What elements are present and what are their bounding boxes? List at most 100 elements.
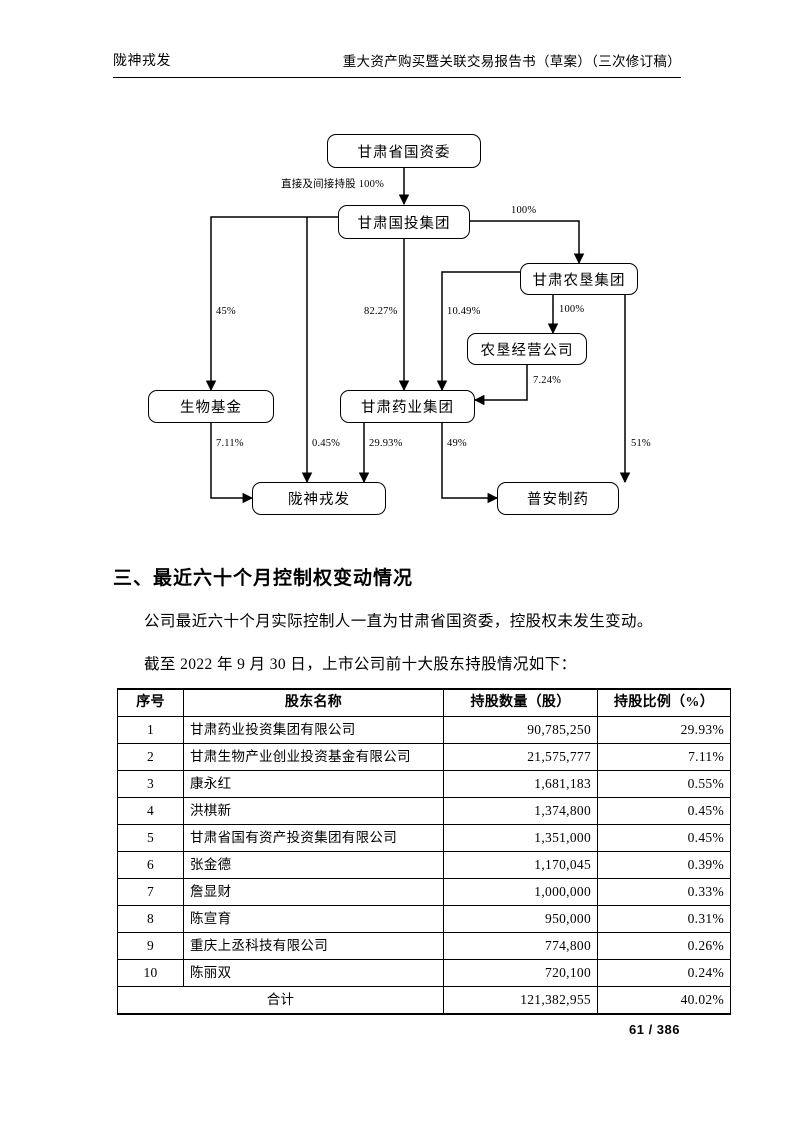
cell-ratio: 0.55% (597, 770, 731, 798)
paragraph-control-unchanged: 公司最近六十个月实际控制人一直为甘肃省国资委，控股权未发生变动。 (144, 613, 653, 630)
cell-shares: 950,000 (443, 905, 598, 933)
edge-label-guotou-to-pharma: 82.27% (364, 306, 398, 317)
cell-index: 9 (117, 932, 184, 960)
cell-shares: 720,100 (443, 959, 598, 987)
edge-label-guotou-to-nongken: 100% (511, 205, 537, 216)
cell-index: 10 (117, 959, 184, 987)
cell-index: 6 (117, 851, 184, 879)
cell-index: 7 (117, 878, 184, 906)
cell-ratio: 0.39% (597, 851, 731, 879)
cell-name: 重庆上丞科技有限公司 (183, 932, 444, 960)
column-header-ratio: 持股比例（%） (597, 688, 731, 717)
edge-label-pharma-to-puan: 49% (447, 438, 467, 449)
cell-shares: 774,800 (443, 932, 598, 960)
table-row: 5 甘肃省国有资产投资集团有限公司 1,351,000 0.45% (117, 824, 731, 852)
cell-index: 2 (117, 743, 184, 771)
top-shareholders-table-wrapper: 序号 股东名称 持股数量（股） 持股比例（%） 1 甘肃药业投资集团有限公司 9… (117, 688, 731, 1015)
node-nongken-operating: 农垦经营公司 (467, 333, 587, 365)
cell-index: 1 (117, 716, 184, 744)
cell-name: 陈丽双 (183, 959, 444, 987)
table-row: 9 重庆上丞科技有限公司 774,800 0.26% (117, 932, 731, 960)
ownership-structure-diagram: 甘肃省国资委 甘肃国投集团 甘肃农垦集团 农垦经营公司 生物基金 甘肃药业集团 … (0, 100, 793, 540)
column-header-name: 股东名称 (183, 688, 444, 717)
cell-ratio: 0.26% (597, 932, 731, 960)
cell-index: 8 (117, 905, 184, 933)
node-guotou-group-label: 甘肃国投集团 (357, 215, 451, 232)
edge-label-guotou-to-longshen: 0.45% (312, 438, 341, 449)
node-bio-fund-label: 生物基金 (180, 400, 242, 416)
node-longshen: 陇神戎发 (252, 482, 386, 515)
cell-shares: 21,575,777 (443, 743, 598, 771)
cell-name: 张金德 (183, 851, 444, 879)
node-nongken-group-label: 甘肃农垦集团 (532, 272, 626, 289)
cell-name: 洪棋新 (183, 797, 444, 825)
cell-ratio: 0.33% (597, 878, 731, 906)
cell-ratio: 7.11% (597, 743, 731, 771)
table-row: 4 洪棋新 1,374,800 0.45% (117, 797, 731, 825)
node-nongken-operating-label: 农垦经营公司 (480, 342, 574, 359)
node-sasac: 甘肃省国资委 (327, 134, 481, 168)
cell-name: 詹显财 (183, 878, 444, 906)
page-number: 61 / 386 (629, 1022, 680, 1037)
column-header-index: 序号 (117, 688, 184, 717)
column-header-shares: 持股数量（股） (443, 688, 598, 717)
node-nongken-group: 甘肃农垦集团 (520, 263, 638, 295)
cell-ratio: 0.45% (597, 824, 731, 852)
node-bio-fund: 生物基金 (148, 390, 274, 423)
header-document-title: 重大资产购买暨关联交易报告书（草案）（三次修订稿） (342, 54, 681, 69)
edge-label-guotou-to-biofund: 45% (216, 306, 236, 317)
node-sasac-label: 甘肃省国资委 (357, 144, 451, 161)
cell-total-shares: 121,382,955 (443, 986, 598, 1015)
table-total-row: 合计 121,382,955 40.02% (117, 986, 731, 1015)
table-header-row: 序号 股东名称 持股数量（股） 持股比例（%） (117, 688, 731, 717)
paragraph-table-intro: 截至 2022 年 9 月 30 日，上市公司前十大股东持股情况如下： (144, 656, 577, 673)
table-body: 1 甘肃药业投资集团有限公司 90,785,250 29.93% 2 甘肃生物产… (117, 716, 731, 1015)
table-row: 7 詹显财 1,000,000 0.33% (117, 878, 731, 906)
table-row: 2 甘肃生物产业创业投资基金有限公司 21,575,777 7.11% (117, 743, 731, 771)
table-row: 6 张金德 1,170,045 0.39% (117, 851, 731, 879)
edge-label-sasac-to-guotou: 直接及间接持股 100% (281, 179, 385, 190)
cell-shares: 1,351,000 (443, 824, 598, 852)
cell-index: 5 (117, 824, 184, 852)
edge-label-nongken-to-operating: 100% (559, 304, 585, 315)
cell-name: 甘肃药业投资集团有限公司 (183, 716, 444, 744)
cell-index: 4 (117, 797, 184, 825)
top-shareholders-table: 序号 股东名称 持股数量（股） 持股比例（%） 1 甘肃药业投资集团有限公司 9… (117, 688, 731, 1015)
edge-label-nongken-to-pharma: 10.49% (447, 306, 481, 317)
cell-name: 陈宣育 (183, 905, 444, 933)
node-longshen-label: 陇神戎发 (288, 492, 350, 508)
cell-total-ratio: 40.02% (597, 986, 731, 1015)
node-pharma-group: 甘肃药业集团 (340, 390, 475, 423)
cell-shares: 90,785,250 (443, 716, 598, 744)
edge-label-pharma-to-longshen: 29.93% (369, 438, 403, 449)
node-pharma-group-label: 甘肃药业集团 (361, 400, 454, 416)
cell-total-label: 合计 (117, 986, 444, 1015)
node-puan-label: 普安制药 (527, 492, 589, 508)
cell-shares: 1,000,000 (443, 878, 598, 906)
table-row: 8 陈宣育 950,000 0.31% (117, 905, 731, 933)
running-header: 陇神戎发 重大资产购买暨关联交易报告书（草案）（三次修订稿） (113, 50, 681, 80)
table-row: 1 甘肃药业投资集团有限公司 90,785,250 29.93% (117, 716, 731, 744)
cell-shares: 1,374,800 (443, 797, 598, 825)
node-guotou-group: 甘肃国投集团 (338, 205, 470, 239)
header-company-name: 陇神戎发 (113, 54, 171, 69)
cell-ratio: 29.93% (597, 716, 731, 744)
cell-name: 甘肃省国有资产投资集团有限公司 (183, 824, 444, 852)
section-heading: 三、最近六十个月控制权变动情况 (113, 568, 414, 589)
edge-label-operating-to-pharma: 7.24% (533, 375, 562, 386)
node-puan: 普安制药 (497, 482, 619, 515)
cell-shares: 1,681,183 (443, 770, 598, 798)
cell-ratio: 0.24% (597, 959, 731, 987)
cell-shares: 1,170,045 (443, 851, 598, 879)
table-row: 10 陈丽双 720,100 0.24% (117, 959, 731, 987)
cell-index: 3 (117, 770, 184, 798)
header-divider (113, 77, 681, 78)
diagram-connectors (205, 168, 631, 504)
edge-label-nongken-to-puan: 51% (631, 438, 651, 449)
cell-ratio: 0.45% (597, 797, 731, 825)
edge-label-biofund-to-longshen: 7.11% (216, 438, 244, 449)
cell-ratio: 0.31% (597, 905, 731, 933)
table-row: 3 康永红 1,681,183 0.55% (117, 770, 731, 798)
cell-name: 甘肃生物产业创业投资基金有限公司 (183, 743, 444, 771)
